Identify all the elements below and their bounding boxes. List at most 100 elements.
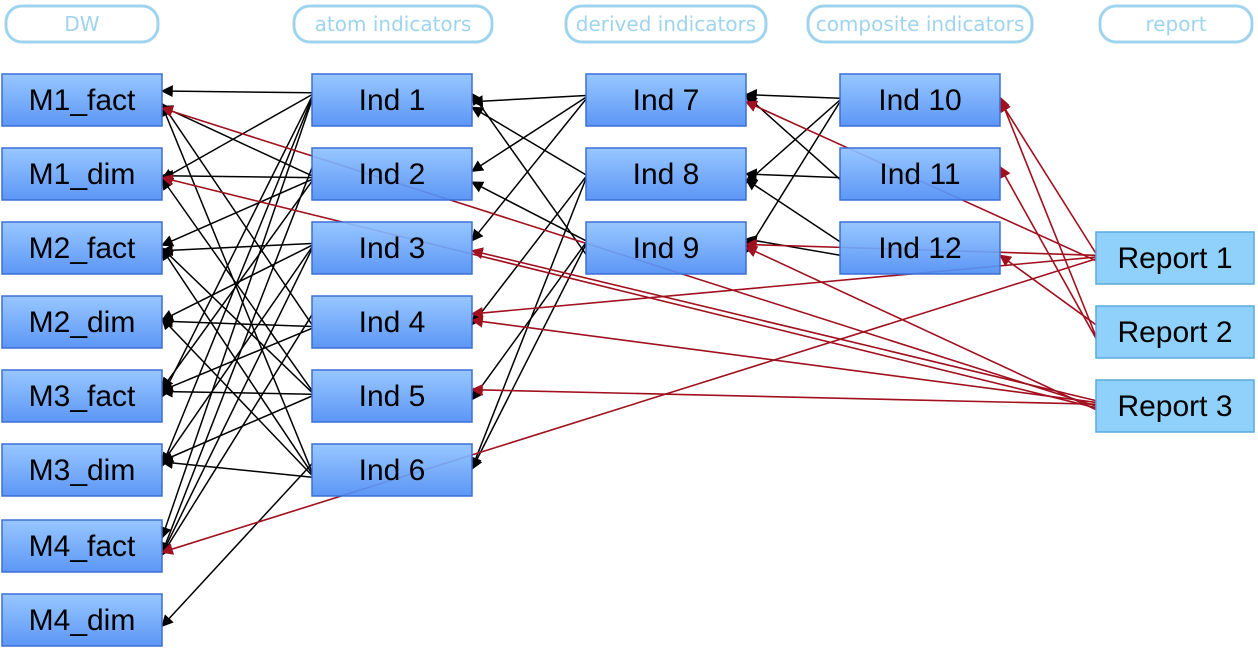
node-m1f[interactable]: M1_fact bbox=[1, 73, 163, 127]
header-frame bbox=[1098, 4, 1254, 44]
h-derived-header: derived indicators bbox=[564, 4, 768, 44]
node-label: Report 2 bbox=[1117, 316, 1232, 349]
node-i12[interactable]: Ind 12 bbox=[839, 221, 1001, 275]
node-label: M1_fact bbox=[29, 84, 136, 117]
node-label: M3_dim bbox=[29, 454, 136, 487]
node-i1[interactable]: Ind 1 bbox=[311, 73, 473, 127]
edge-r1-to-i10 bbox=[999, 99, 1097, 254]
node-box bbox=[311, 147, 473, 201]
edge-i2-to-m1d bbox=[160, 169, 313, 182]
node-label: Ind 2 bbox=[359, 158, 426, 191]
node-label: M3_fact bbox=[29, 380, 136, 413]
node-label: Ind 9 bbox=[633, 232, 700, 265]
node-r1[interactable]: Report 1 bbox=[1095, 231, 1255, 285]
node-box bbox=[1095, 379, 1255, 433]
header-frame bbox=[4, 4, 160, 44]
edge-i3-to-m4f bbox=[161, 248, 313, 556]
edge-r3-to-i4 bbox=[470, 315, 1097, 404]
node-i8[interactable]: Ind 8 bbox=[585, 147, 747, 201]
h-atom-header: atom indicators bbox=[292, 4, 494, 44]
node-m3f[interactable]: M3_fact bbox=[1, 369, 163, 423]
node-i4[interactable]: Ind 4 bbox=[311, 295, 473, 349]
node-r3[interactable]: Report 3 bbox=[1095, 379, 1255, 433]
header-label: atom indicators bbox=[315, 12, 472, 36]
node-label: Ind 8 bbox=[633, 158, 700, 191]
edge-r3-to-m1d bbox=[160, 174, 1097, 409]
node-i11[interactable]: Ind 11 bbox=[839, 147, 1001, 201]
edge-i9-to-i6 bbox=[471, 244, 587, 471]
edge-i4-to-m3f bbox=[160, 327, 313, 392]
header-frame bbox=[292, 4, 494, 44]
node-box bbox=[1, 147, 163, 201]
node-i9[interactable]: Ind 9 bbox=[585, 221, 747, 275]
edge-i5-to-m2f bbox=[161, 247, 313, 393]
edge-i1-to-m1f bbox=[160, 85, 313, 98]
edge-i12-to-i8 bbox=[744, 178, 841, 243]
node-label: Ind 1 bbox=[359, 84, 426, 117]
node-box bbox=[1, 593, 163, 647]
node-label: M1_dim bbox=[29, 158, 136, 191]
node-m4f[interactable]: M4_fact bbox=[1, 519, 163, 573]
header-label: DW bbox=[64, 12, 99, 36]
node-box bbox=[311, 221, 473, 275]
edge-r2-to-i11 bbox=[999, 165, 1097, 339]
edge-i7-to-i3 bbox=[471, 98, 587, 242]
node-label: Ind 5 bbox=[359, 380, 426, 413]
node-m4d[interactable]: M4_dim bbox=[1, 593, 163, 647]
node-box bbox=[839, 221, 1001, 275]
edge-r1-to-m4f bbox=[160, 258, 1097, 555]
node-i2[interactable]: Ind 2 bbox=[311, 147, 473, 201]
edge-i5-to-m3d bbox=[160, 395, 313, 463]
edge-i5-to-m1d bbox=[161, 177, 313, 392]
node-m1d[interactable]: M1_dim bbox=[1, 147, 163, 201]
node-box bbox=[585, 221, 747, 275]
edge-r2-to-i12 bbox=[999, 254, 1097, 326]
edge-i3-to-m2f bbox=[160, 242, 313, 257]
node-i7[interactable]: Ind 7 bbox=[585, 73, 747, 127]
node-label: Ind 6 bbox=[359, 454, 426, 487]
node-box bbox=[585, 147, 747, 201]
edge-i3-to-m3d bbox=[161, 246, 313, 465]
node-box bbox=[1, 519, 163, 573]
edge-r3-to-i5 bbox=[470, 383, 1097, 405]
edge-i10-to-i9 bbox=[745, 101, 841, 254]
node-label: M4_fact bbox=[29, 530, 136, 563]
node-box bbox=[1, 369, 163, 423]
node-box bbox=[839, 73, 1001, 127]
node-label: M2_dim bbox=[29, 306, 136, 339]
node-box bbox=[311, 443, 473, 497]
node-m2f[interactable]: M2_fact bbox=[1, 221, 163, 275]
node-i6[interactable]: Ind 6 bbox=[311, 443, 473, 497]
node-box bbox=[1, 221, 163, 275]
h-dw-header: DW bbox=[4, 4, 160, 44]
edge-i11-to-i8 bbox=[744, 168, 841, 181]
node-label: Ind 10 bbox=[878, 84, 961, 117]
node-label: Ind 12 bbox=[878, 232, 961, 265]
node-label: Ind 4 bbox=[359, 306, 426, 339]
node-box bbox=[1095, 231, 1255, 285]
node-box bbox=[311, 369, 473, 423]
node-i10[interactable]: Ind 10 bbox=[839, 73, 1001, 127]
header-label: derived indicators bbox=[576, 12, 756, 36]
node-m3d[interactable]: M3_dim bbox=[1, 443, 163, 497]
edge-i9-to-i2 bbox=[470, 181, 587, 242]
header-frame bbox=[564, 4, 768, 44]
node-label: Report 1 bbox=[1117, 242, 1232, 275]
node-i5[interactable]: Ind 5 bbox=[311, 369, 473, 423]
edge-i2-to-m2f bbox=[160, 178, 313, 247]
edge-i5-to-m3f bbox=[160, 385, 313, 398]
node-box bbox=[1095, 305, 1255, 359]
edge-i8-to-i1 bbox=[470, 106, 587, 176]
node-i3[interactable]: Ind 3 bbox=[311, 221, 473, 275]
edge-i4-to-m1f bbox=[161, 102, 313, 326]
edge-i8-to-i4 bbox=[471, 176, 587, 326]
header-label: report bbox=[1145, 12, 1206, 36]
header-frame bbox=[806, 4, 1034, 44]
edge-i6-to-m1f bbox=[160, 104, 313, 473]
node-label: Report 3 bbox=[1117, 390, 1232, 423]
node-r2[interactable]: Report 2 bbox=[1095, 305, 1255, 359]
node-box bbox=[1, 443, 163, 497]
node-m2d[interactable]: M2_dim bbox=[1, 295, 163, 349]
